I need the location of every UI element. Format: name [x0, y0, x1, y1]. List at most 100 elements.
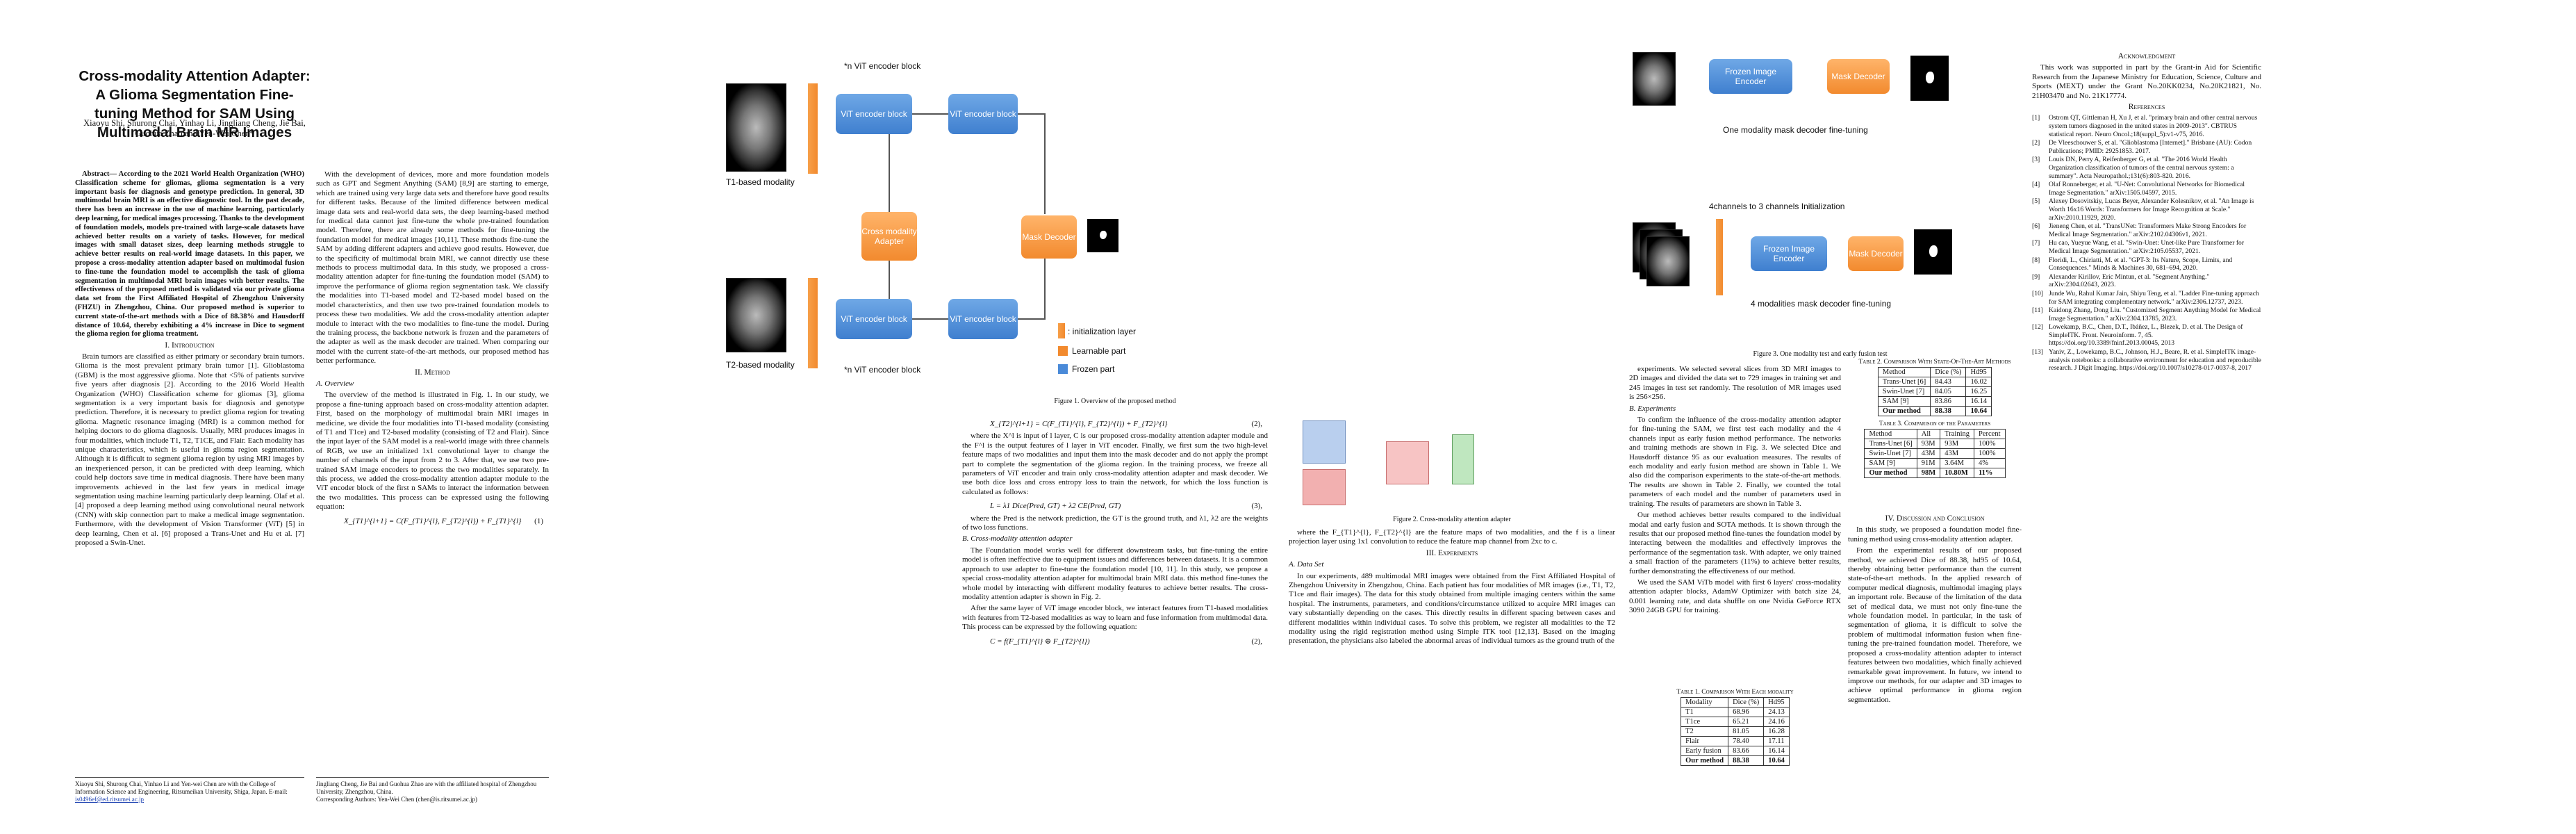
t2-mri-image: [726, 278, 786, 352]
arrow-icon: [912, 318, 948, 320]
table-cell: Our method: [1877, 406, 1931, 416]
table-cell: 4%: [1974, 458, 2006, 468]
table-header-cell: Dice (%): [1728, 697, 1765, 708]
table-cell: Trans-Unet [6]: [1877, 377, 1931, 387]
subsection-cma: B. Cross-modality attention adapter: [962, 534, 1073, 543]
subsection-experiments: B. Experiments: [1629, 404, 1676, 413]
column-5-top: experiments. We selected several slices …: [1629, 365, 1841, 618]
paper-authors: Xiaoyu Shi, Shurong Chai, Yinhao Li, Jin…: [83, 118, 306, 138]
equation-1: X_{T1}^{l+1} = C(F_{T1}^{l}, F_{T2}^{l})…: [316, 514, 549, 529]
reference-item: [1]Ostrom QT, Gittleman H, Xu J, et al. …: [2032, 114, 2261, 138]
mask-decoder-2: Mask Decoder: [1848, 236, 1904, 271]
reference-item: [9]Alexander Kirillov, Eric Mintun, et a…: [2032, 273, 2261, 289]
subsection-overview: A. Overview: [316, 379, 354, 388]
table-cell: 24.13: [1763, 707, 1790, 717]
reference-text: Lowekamp, B.C., Chen, D.T., Ibáñez, L., …: [2049, 323, 2243, 348]
reference-number: [12]: [2032, 323, 2043, 332]
table-cell: 16.25: [1965, 386, 1992, 397]
arrow-icon: [889, 134, 890, 212]
table-cell: 91M: [1916, 458, 1941, 468]
legend-frozen-swatch: [1058, 364, 1068, 374]
fig1-top-label: *n ViT encoder block: [844, 61, 921, 71]
table-cell: 11%: [1974, 468, 2006, 478]
table-cell: 84.05: [1930, 386, 1967, 397]
arrow-icon: [1044, 259, 1046, 320]
column-2: With the development of devices, more an…: [316, 170, 549, 529]
figure-3-caption: Figure 3. One modality test and early fu…: [1753, 350, 1888, 358]
table-cell: 3.64M: [1940, 458, 1975, 468]
page-1: Cross-modality Attention Adapter: A Glio…: [0, 0, 636, 834]
reference-number: [3]: [2032, 156, 2040, 164]
fig3-mask-output-1: [1910, 56, 1949, 101]
equation-1-body: X_{T1}^{l+1} = C(F_{T1}^{l}, F_{T2}^{l})…: [344, 516, 522, 525]
reference-item: [13]Yaniv, Z., Lowekamp, B.C., Johnson, …: [2032, 348, 2261, 373]
cross-modality-adapter-block: Cross modality Adapter: [861, 212, 917, 261]
table-cell: 16.14: [1965, 396, 1992, 407]
fig1-t1-label: T1-based modality: [726, 177, 795, 187]
fused-feature-stack: [1452, 434, 1474, 484]
fig3-four-modality-label: 4 modalities mask decoder fine-tuning: [1751, 299, 1892, 309]
vit-block-t1-a: ViT encoder block: [836, 94, 912, 134]
figure-2: [1289, 414, 1615, 511]
vit-block-t1-b: ViT encoder block: [948, 94, 1018, 134]
reference-number: [10]: [2032, 289, 2043, 297]
vit-block-t2-b: ViT encoder block: [948, 299, 1018, 339]
footnote-3-text: Corresponding Authors: Yen-Wei Chen (che…: [316, 796, 478, 803]
reference-item: [10]Junde Wu, Rahul Kumar Jain, Shiyu Te…: [2032, 290, 2261, 306]
table-2-caption: Table 2. Comparison With State-Of-The-Ar…: [1858, 359, 2011, 366]
table-cell: 83.86: [1930, 396, 1967, 407]
footnote-affiliation-1: Xiaoyu Shi, Shurong Chai, Yinhao Li and …: [75, 777, 304, 803]
reference-item: [5]Alexey Dosovitskiy, Lucas Beyer, Alex…: [2032, 197, 2261, 222]
equation-2-number: (2),: [1251, 420, 1262, 428]
concat-feature-stack: [1386, 441, 1429, 484]
figure-1-caption: Figure 1. Overview of the proposed metho…: [1054, 398, 1176, 405]
references-heading: References: [2128, 103, 2165, 112]
reference-item: [12] Lowekamp, B.C., Chen, D.T., Ibáñez, …: [2032, 323, 2261, 348]
mask-decoder-block: Mask Decoder: [1021, 215, 1077, 259]
table-cell: 83.66: [1728, 746, 1765, 756]
table-1-block: Table 1. Comparison With Each modality M…: [1629, 685, 1841, 770]
t1-feature-stack: [1303, 420, 1346, 464]
table-cell: 93M: [1916, 439, 1941, 449]
abstract-column: Abstract— According to the 2021 World He…: [75, 170, 304, 550]
dataset-text: In our experiments, 489 multimodal MRI i…: [1289, 571, 1615, 646]
equation-3-number: (3),: [1251, 502, 1262, 511]
table-cell: 84.43: [1930, 377, 1967, 387]
equation-2: X_{T2}^{l+1} = C(F_{T1}^{l}, F_{T2}^{l})…: [962, 417, 1268, 432]
paper-title: Cross-modality Attention Adapter: A Glio…: [79, 68, 311, 140]
table-cell: 100%: [1974, 439, 2006, 449]
reference-number: [7]: [2032, 239, 2040, 247]
table-cell: 81.05: [1728, 726, 1765, 737]
table-cell: Our method: [1864, 468, 1917, 478]
table-header-cell: Training: [1940, 429, 1975, 439]
fig3-four-channel-label: 4channels to 3 channels Initialization: [1709, 202, 1845, 211]
table-header-cell: Method: [1864, 429, 1917, 439]
column-3: X_{T2}^{l+1} = C(F_{T1}^{l}, F_{T2}^{l})…: [962, 417, 1268, 649]
init-layer-t2: [808, 278, 818, 368]
table-cell: 98M: [1916, 468, 1941, 478]
table-cell: 43M: [1916, 448, 1941, 459]
reference-text: Hu cao, Yueyue Wang, et al. "Swin-Unet: …: [2049, 239, 2245, 255]
table-cell: 78.40: [1728, 736, 1765, 746]
table-cell: 10.64: [1965, 406, 1992, 416]
fig1-bottom-label: *n ViT encoder block: [844, 365, 921, 375]
reference-text: Yaniv, Z., Lowekamp, B.C., Johnson, H.J.…: [2049, 348, 2261, 373]
figure-3: Frozen Image Encoder Mask Decoder One mo…: [1633, 52, 2022, 330]
col5-paragraph-1: experiments. We selected several slices …: [1629, 365, 1841, 402]
intro-text: Brain tumors are classified as either pr…: [75, 352, 304, 548]
table-header-cell: Dice (%): [1930, 367, 1967, 377]
experiments-text: To confirm the influence of the cross-mo…: [1629, 416, 1841, 508]
reference-text: Alexander Kirillov, Eric Mintun, et al. …: [2049, 272, 2210, 289]
author-email-link[interactable]: is0496ef@ed.ritsumei.ac.jp: [75, 796, 145, 803]
table-3-caption: Table 3. Comparison of the Parameters: [1879, 420, 1991, 427]
legend-learnable-swatch: [1058, 346, 1068, 356]
table-cell: T2: [1681, 726, 1729, 737]
table-cell: Swin-Unet [7]: [1864, 448, 1917, 459]
